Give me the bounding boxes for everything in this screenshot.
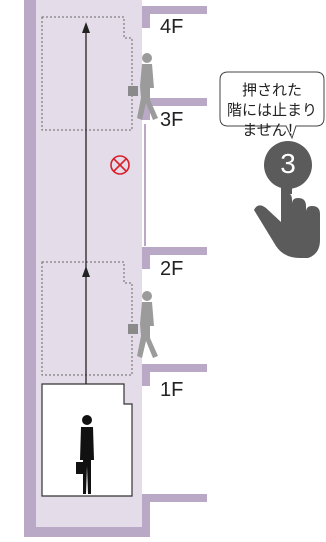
floor-slabs	[142, 6, 207, 537]
car-outline-4f	[41, 16, 133, 131]
floor-post-4f	[142, 6, 150, 28]
pointing-hand-icon	[254, 141, 320, 258]
standing-person-icon	[76, 415, 94, 494]
floor-label-4f: 4F	[160, 16, 184, 38]
bubble-line: ません！	[242, 121, 302, 139]
floor-post-2f	[142, 247, 150, 269]
speech-bubble	[219, 71, 325, 140]
walking-person-icon	[128, 53, 158, 120]
cross-circle-icon	[110, 155, 130, 175]
floor-slab-4f	[142, 6, 207, 14]
hand-shape	[254, 170, 320, 258]
bubble-line: 階には止まり	[226, 101, 317, 119]
floor-label-3f: 3F	[160, 109, 184, 131]
arrow-head-mid	[82, 266, 90, 277]
call-button-number: 3	[280, 148, 296, 179]
bubble-message: 押された 階には止まり ません！	[218, 80, 326, 140]
walking-person-icon	[128, 291, 158, 358]
floor-post-ground	[142, 494, 150, 537]
travel-arrow	[82, 22, 90, 384]
call-button-circle	[264, 141, 312, 189]
car-outline-2f	[41, 261, 133, 376]
floor-label-1f: 1F	[160, 379, 184, 401]
arrow-head-top	[82, 22, 90, 33]
floor-slab-3f	[142, 98, 207, 106]
floor-slab-2f	[142, 247, 207, 255]
floor-label-2f: 2F	[160, 258, 184, 280]
floor-slab-1f	[142, 364, 207, 372]
floor-slab-ground	[142, 494, 207, 502]
floor-post-3f	[142, 98, 150, 120]
floor-post-1f	[142, 364, 150, 386]
bubble-line: 押された	[241, 81, 302, 99]
